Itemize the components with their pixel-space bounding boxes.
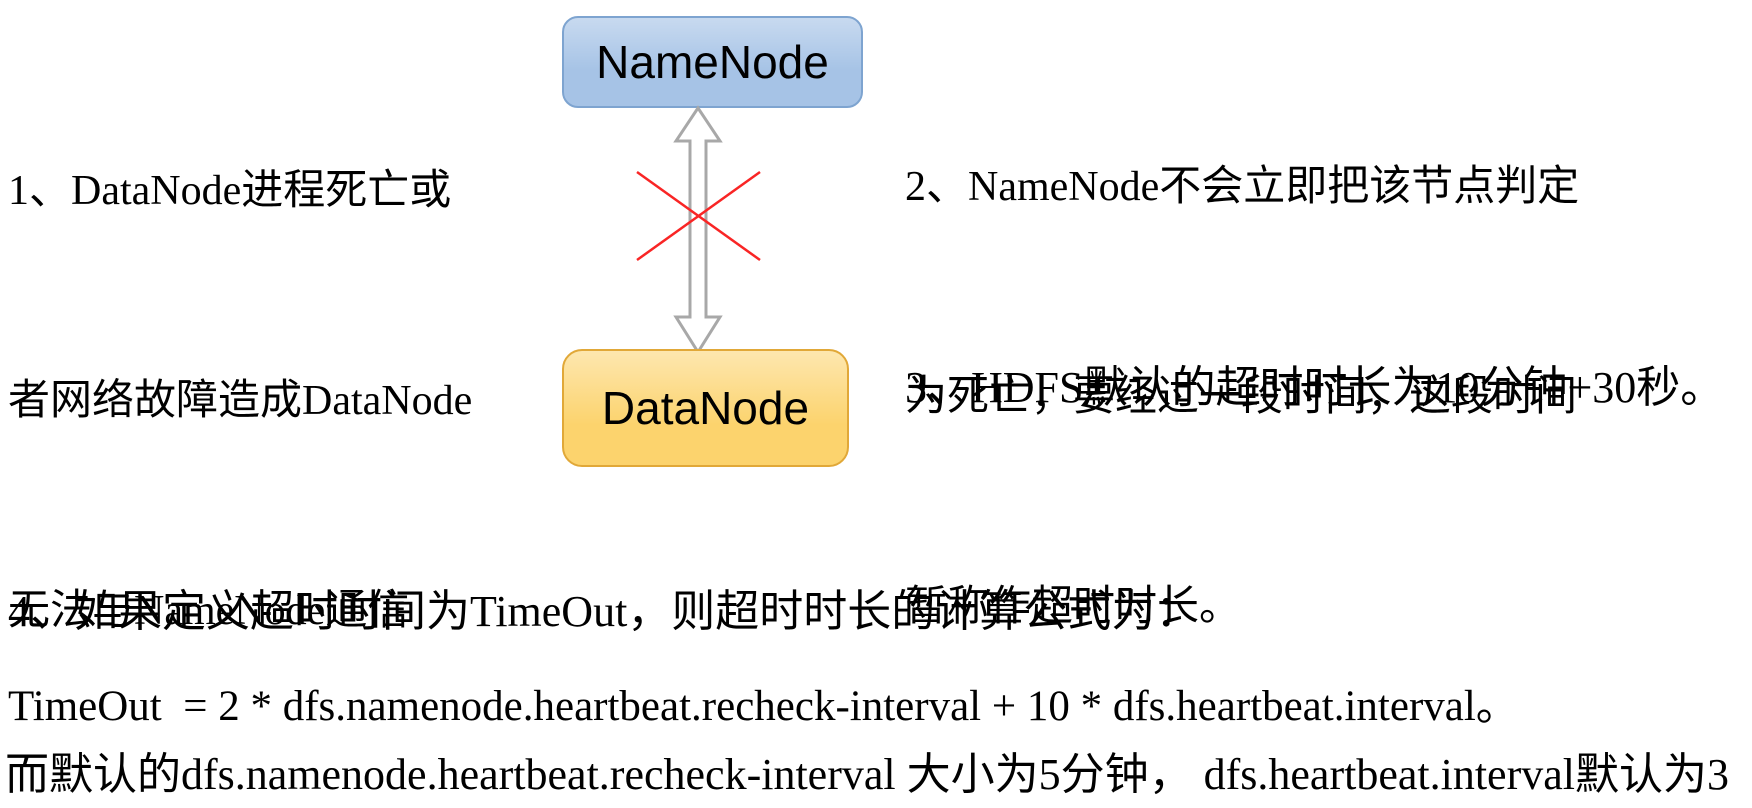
note-timeout-definition: 4、如果定义超时时间为TimeOut，则超时时长的计算公式为： <box>8 587 1200 636</box>
double-arrow-icon <box>673 105 723 355</box>
note-line: 无法与NameNode通信 <box>8 588 410 634</box>
timeout-formula: TimeOut = 2 * dfs.namenode.heartbeat.rec… <box>8 683 1519 730</box>
note-datanode-failure: 1、DataNode进程死亡或 者网络故障造成DataNode 无法与NameN… <box>8 16 528 786</box>
datanode-label: DataNode <box>601 382 810 434</box>
namenode-label: NameNode <box>596 36 829 88</box>
note-line: 1、DataNode进程死亡或 <box>8 168 452 214</box>
datanode-box: DataNode <box>562 349 849 467</box>
note-line: 暂称作超时时长。 <box>905 584 1242 630</box>
note-default-timeout: 3、HDFS默认的超时时长为10分钟+30秒。 <box>905 363 1725 412</box>
heartbeat-link <box>636 105 761 355</box>
red-cross-icon <box>636 170 761 262</box>
note-line: 2、NameNode不会立即把该节点判定 <box>905 164 1580 210</box>
note-line: 者网络故障造成DataNode <box>8 378 473 424</box>
note-default-intervals: 而默认的dfs.namenode.heartbeat.recheck-inter… <box>5 750 1729 799</box>
note-line: 为死亡，要经过一段时间，这段时间 <box>905 374 1578 420</box>
namenode-box: NameNode <box>562 16 863 108</box>
note-namenode-judgement: 2、NameNode不会立即把该节点判定 为死亡，要经过一段时间，这段时间 暂称… <box>905 12 1745 782</box>
